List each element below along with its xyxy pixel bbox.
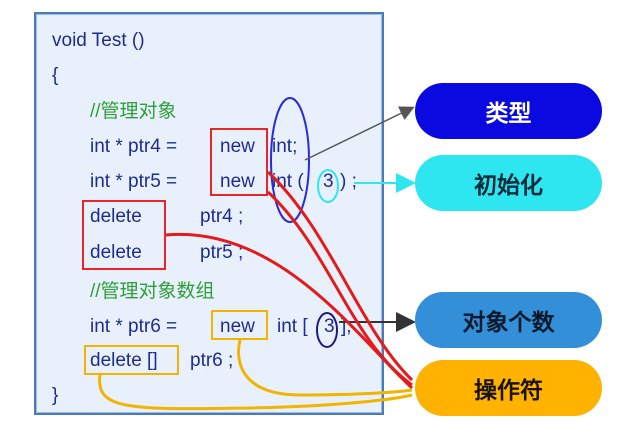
count-ellipse	[316, 312, 338, 348]
label-init: 初始化	[415, 155, 602, 211]
code-ptr5-decl: int * ptr5 =	[90, 171, 178, 192]
yellow-link-delete-array	[98, 374, 413, 411]
code-ptr6-new: new	[220, 316, 255, 337]
code-ptr6-end: ];	[341, 316, 352, 337]
code-delete-ptr6-kw: delete []	[90, 350, 158, 371]
arrow-to-type-label	[304, 106, 415, 161]
code-ptr4-type: int;	[272, 136, 298, 157]
code-ptr6-decl: int * ptr6 =	[90, 316, 178, 337]
code-delete-ptr5-kw: delete	[90, 242, 142, 263]
init-value-ellipse	[317, 169, 339, 203]
delete-array-operator-highlight	[84, 345, 179, 375]
code-ptr4-decl: int * ptr4 =	[90, 136, 178, 157]
new-array-operator-highlight	[211, 310, 268, 340]
new-operator-highlight	[210, 128, 268, 196]
code-ptr6-count: 3	[324, 316, 335, 337]
code-close-brace: }	[52, 385, 59, 406]
red-link-new	[266, 170, 414, 382]
code-ptr5-init-value: 3	[323, 171, 334, 192]
type-ellipse	[270, 97, 310, 223]
label-type: 类型	[415, 83, 602, 139]
code-ptr4-new: new	[220, 136, 255, 157]
code-ptr6-type: int [	[277, 316, 308, 337]
code-ptr5-end: ) ;	[340, 171, 357, 192]
code-line-signature: void Test ()	[52, 30, 145, 51]
yellow-link-new-array	[237, 339, 413, 397]
code-delete-ptr4-var: ptr4 ;	[200, 206, 244, 227]
code-open-brace: {	[52, 65, 59, 86]
delete-operator-highlight	[82, 200, 166, 270]
code-delete-ptr5-var: ptr5 ;	[200, 242, 244, 263]
code-comment-objects: //管理对象	[90, 101, 177, 122]
code-delete-ptr6-var: ptr6 ;	[190, 350, 234, 371]
code-delete-ptr4-kw: delete	[90, 206, 142, 227]
label-operator: 操作符	[415, 360, 602, 416]
red-link-delete	[165, 232, 414, 390]
code-ptr5-type: int (	[272, 171, 304, 192]
code-ptr5-new: new	[220, 171, 255, 192]
label-count: 对象个数	[415, 292, 602, 348]
code-comment-arrays: //管理对象数组	[90, 281, 215, 302]
